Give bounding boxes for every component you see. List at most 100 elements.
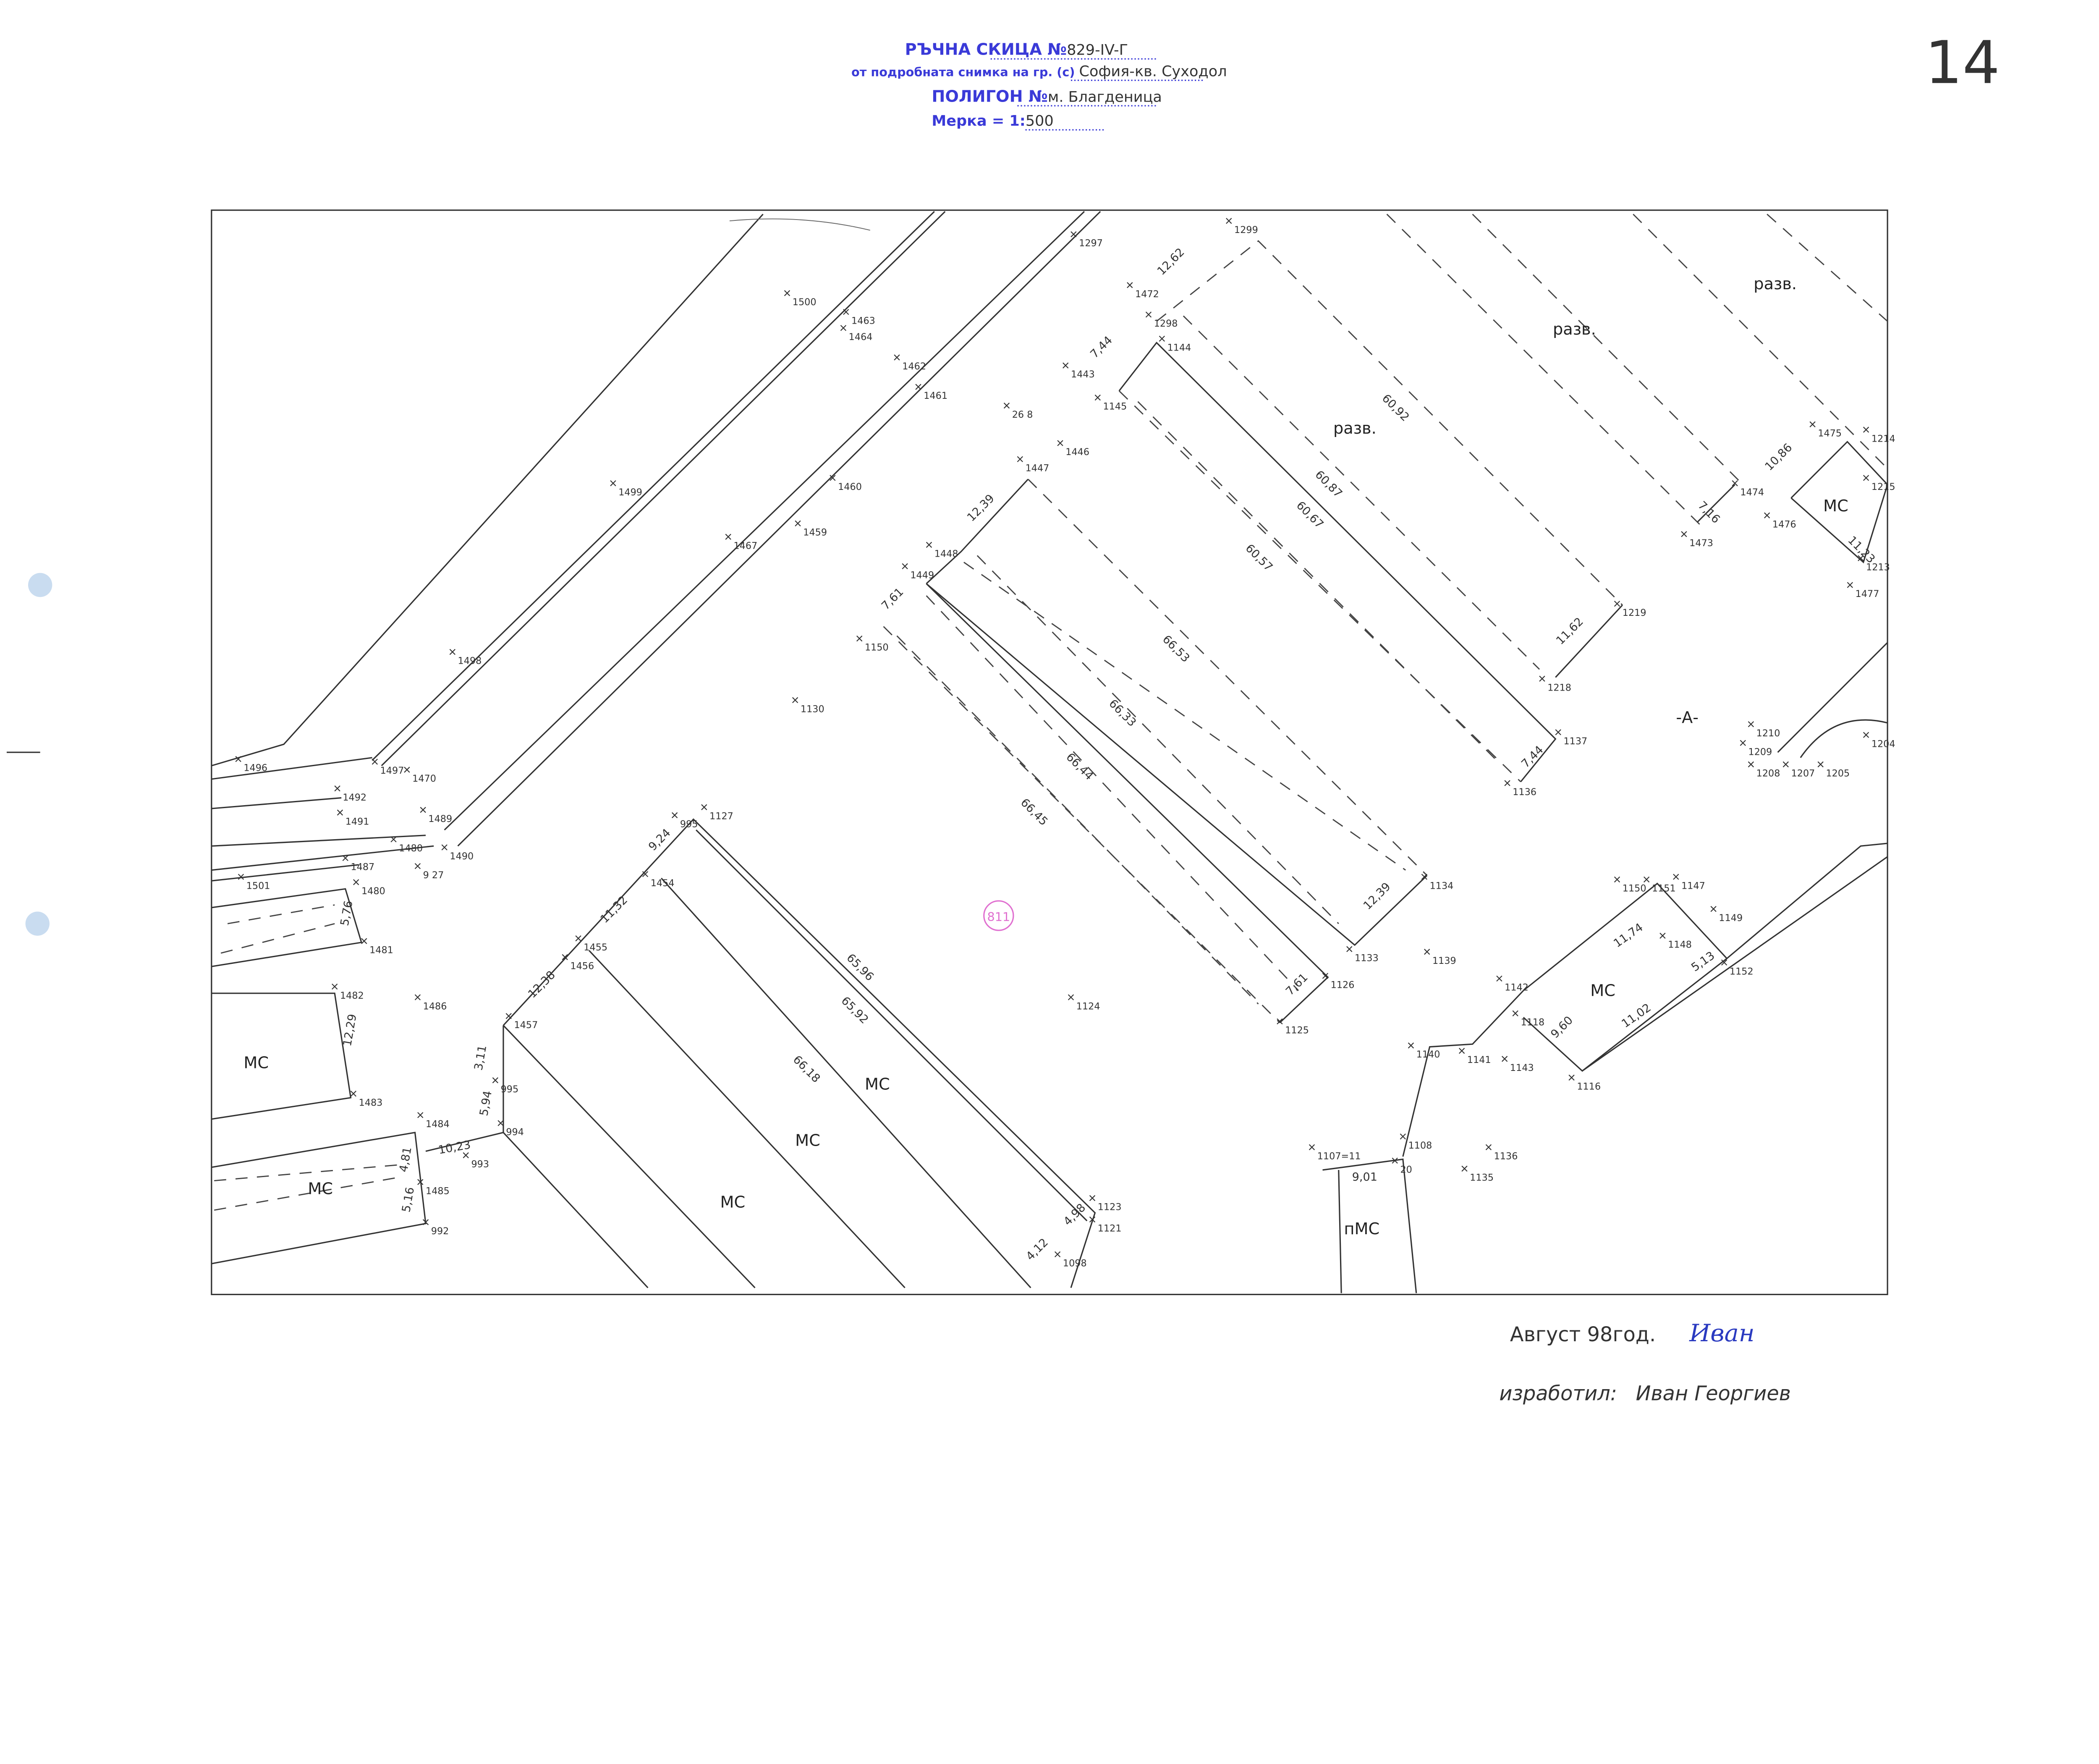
point-marker-icon	[1512, 1010, 1518, 1017]
point-marker-icon	[1400, 1133, 1406, 1140]
point-label: 1121	[1098, 1223, 1122, 1234]
stamp-city-label: от подробната снимка на гр. (с)	[851, 65, 1075, 79]
point-label: 1491	[345, 816, 369, 827]
point-label: 1107=11	[1317, 1151, 1361, 1162]
author-label: изработил:	[1499, 1382, 1617, 1405]
point-marker-icon	[1748, 761, 1754, 767]
point-label: 1124	[1076, 1001, 1100, 1012]
point-marker-icon	[1017, 456, 1023, 462]
svg-text:РЪЧНА СКИЦА №829-IV-Г: РЪЧНА СКИЦА №829-IV-Г	[905, 40, 1128, 59]
point-marker-icon	[342, 855, 348, 861]
stamp-scale-label: Мерка = 1:	[932, 113, 1025, 130]
stamp-title-label: РЪЧНА СКИЦА №	[905, 40, 1067, 59]
scale-value: 500	[1026, 113, 1054, 130]
point-label: 1473	[1689, 538, 1713, 549]
point-marker-icon	[830, 475, 836, 481]
point-marker-icon	[1614, 600, 1620, 607]
stamp-mark: 811	[987, 910, 1010, 924]
point-marker-icon	[840, 325, 847, 331]
point-marker-icon	[1504, 780, 1510, 786]
point-label: 1457	[514, 1020, 538, 1031]
point-marker-icon	[1748, 721, 1754, 728]
point-marker-icon	[1421, 874, 1428, 880]
point-label: 1136	[1513, 787, 1536, 798]
sheet-number: 14	[1925, 29, 2000, 97]
point-label: 1461	[924, 390, 947, 401]
point-marker-icon	[353, 879, 359, 885]
point-marker-icon	[701, 804, 707, 810]
point-label: 1464	[849, 332, 873, 343]
area-label: МС	[1823, 497, 1848, 516]
point-label: 1135	[1470, 1172, 1494, 1183]
point-label: 1492	[343, 792, 366, 803]
footer: Август 98год. Иван изработил: Иван Георг…	[1499, 1319, 1791, 1405]
dimension-label: 9,01	[1352, 1170, 1377, 1183]
point-marker-icon	[610, 480, 616, 487]
point-label: 1474	[1740, 487, 1764, 498]
point-label: 1480	[399, 843, 423, 854]
point-marker-icon	[1782, 761, 1789, 767]
point-marker-icon	[671, 812, 678, 819]
point-marker-icon	[1068, 994, 1074, 1000]
point-marker-icon	[1858, 555, 1864, 561]
area-label: -А-	[1676, 708, 1699, 727]
point-label: 1484	[426, 1119, 450, 1130]
point-label: 1455	[584, 942, 607, 953]
point-marker-icon	[725, 534, 731, 540]
paper	[0, 0, 2099, 1499]
point-marker-icon	[1159, 335, 1165, 342]
point-label: 1298	[1154, 318, 1178, 329]
point-label: 1137	[1563, 736, 1587, 747]
point-label: 1210	[1756, 728, 1780, 739]
point-label: 1209	[1748, 746, 1772, 757]
point-label: 1098	[1063, 1258, 1087, 1269]
point-marker-icon	[1424, 949, 1430, 955]
point-label: 1144	[1167, 342, 1191, 353]
point-label: 1501	[246, 880, 270, 891]
point-marker-icon	[642, 871, 649, 877]
point-marker-icon	[332, 983, 338, 990]
point-marker-icon	[1809, 421, 1816, 428]
punch-hole	[25, 911, 50, 936]
point-marker-icon	[1847, 582, 1853, 588]
point-label: 1118	[1521, 1017, 1544, 1028]
point-label: 995	[680, 819, 698, 830]
survey-sketch: РЪЧНА СКИЦА №829-IV-Г от подробната сним…	[0, 0, 2099, 1499]
point-marker-icon	[417, 1179, 424, 1185]
point-label: 1141	[1467, 1055, 1491, 1065]
point-label: 1463	[851, 316, 875, 327]
point-label: 9 27	[423, 870, 444, 881]
punch-hole	[28, 573, 52, 597]
parcel-geometry	[211, 211, 1888, 1293]
point-marker-icon	[1721, 959, 1727, 966]
point-marker-icon	[1496, 975, 1502, 982]
point-label: 1486	[423, 1001, 447, 1012]
point-label: 1500	[793, 297, 817, 308]
point-label: 1215	[1871, 482, 1895, 492]
point-label: 26 8	[1012, 409, 1033, 420]
point-label: 1123	[1098, 1202, 1122, 1213]
point-label: 1127	[709, 811, 733, 822]
point-label: 1136	[1494, 1151, 1518, 1162]
point-marker-icon	[1644, 876, 1650, 883]
point-marker-icon	[856, 635, 863, 642]
point-label: 1208	[1756, 768, 1780, 779]
point-marker-icon	[926, 542, 932, 548]
registry-stamp: 811	[983, 900, 1014, 931]
svg-text:Мерка = 1:500: Мерка = 1:500	[932, 113, 1053, 130]
point-marker-icon	[915, 384, 921, 390]
point-label: 1496	[243, 763, 267, 774]
city-value: София-кв. Суходол	[1079, 63, 1227, 80]
point-marker-icon	[1764, 512, 1770, 518]
point-label: 1297	[1079, 238, 1103, 249]
point-marker-icon	[417, 1112, 424, 1118]
point-marker-icon	[350, 1091, 357, 1097]
area-label: разв.	[1553, 320, 1596, 339]
point-marker-icon	[1863, 475, 1869, 481]
point-marker-icon	[420, 807, 426, 813]
point-marker-icon	[1070, 231, 1077, 238]
point-marker-icon	[238, 874, 244, 880]
point-label: 1499	[618, 487, 642, 498]
point-label: 1299	[1234, 225, 1258, 236]
